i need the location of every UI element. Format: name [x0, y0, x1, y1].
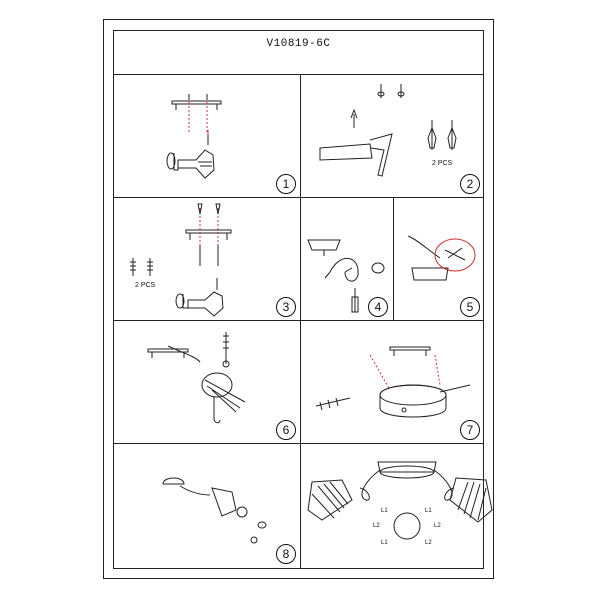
step3-anchors-drawing [130, 258, 153, 276]
step2-screws-drawing [377, 84, 405, 98]
lamp-label: L2 [434, 523, 441, 529]
step3-drill-drawing [175, 278, 224, 317]
lamp-label: L2 [373, 523, 380, 529]
step-number-8: 8 [276, 544, 296, 564]
model-title: V10819-6C [266, 38, 331, 50]
inner-frame [113, 30, 484, 569]
step7-canopy-drawing [315, 346, 471, 418]
divider-center [300, 74, 302, 569]
step8-arm-drawing [162, 477, 267, 544]
step2-hammer-drawing [319, 108, 393, 177]
lamp-label: L1 [381, 540, 388, 546]
step1-drill-drawing [166, 130, 215, 179]
lamp-label: L2 [425, 540, 432, 546]
step-number-1: 1 [276, 174, 296, 194]
step1-bracket-drawing [171, 94, 222, 132]
divider-row4 [113, 443, 484, 445]
step2-anchors-drawing [427, 120, 457, 150]
divider-row2 [113, 197, 484, 199]
outer-frame [103, 19, 494, 579]
step-number-6: 6 [276, 420, 296, 440]
step3-quantity-label: 2 PCS [135, 282, 156, 289]
step3-bracket-drawing [185, 203, 232, 266]
lamp-label: L1 [425, 508, 432, 514]
step-number-3: 3 [276, 297, 296, 317]
step2-quantity-label: 2 PCS [432, 160, 453, 167]
step-number-7: 7 [460, 420, 480, 440]
lamp-label: L1 [381, 508, 388, 514]
divider-row1 [113, 74, 484, 76]
step-number-4: 4 [368, 297, 388, 317]
step4-canopy-drawing [307, 239, 385, 313]
divider-step45 [393, 197, 395, 320]
step-number-2: 2 [460, 174, 480, 194]
step6-terminal-drawing [201, 372, 246, 424]
divider-row3 [113, 320, 484, 322]
step-number-5: 5 [460, 297, 480, 317]
step6-bracket-drawing [147, 332, 230, 368]
step5-wiring-drawing [407, 235, 476, 281]
step8-chandelier-drawing [307, 461, 493, 540]
